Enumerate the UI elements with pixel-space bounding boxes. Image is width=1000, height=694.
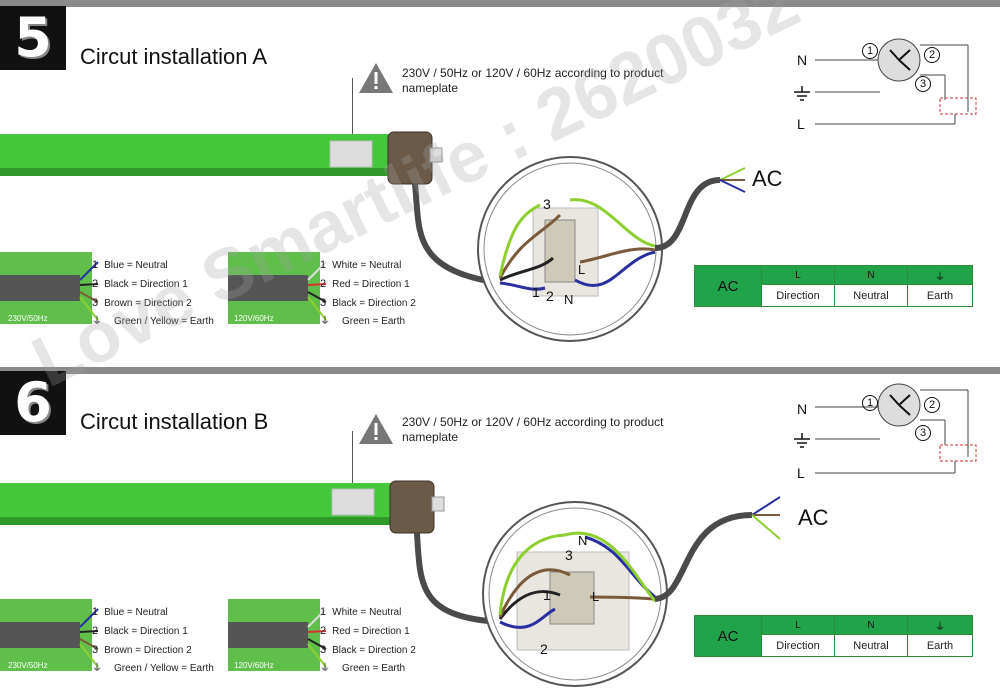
callout-line: [352, 78, 353, 150]
schematic-terminal-1: 1: [862, 395, 878, 411]
voltage-warning: 230V / 50Hz or 120V / 60Hz according to …: [402, 415, 664, 444]
schematic-L: L: [797, 465, 805, 481]
table-cell-direction: Direction: [761, 284, 835, 307]
table-cell-earth: Earth: [907, 284, 973, 307]
earth-symbol: [794, 86, 810, 101]
section-divider: [0, 0, 1000, 7]
section-divider: [0, 367, 1000, 374]
cable-label-120v: 120V/60Hz: [234, 661, 274, 670]
schematic-terminal-3: 3: [915, 76, 931, 92]
terminal-L: L: [592, 589, 600, 604]
terminal-2: 2: [540, 641, 548, 657]
cable-label-120v: 120V/60Hz: [234, 314, 274, 323]
wiring-table: AC L N ⏚ Direction Neutral Earth: [694, 264, 973, 307]
table-head-earth: ⏚: [907, 614, 973, 636]
supply-cable: [654, 512, 753, 602]
schematic-L: L: [797, 116, 805, 132]
terminal-N: N: [564, 292, 574, 307]
terminal-2: 2: [546, 288, 554, 304]
table-cell-direction: Direction: [761, 634, 835, 657]
schematic-N: N: [797, 401, 808, 417]
step-number: 6: [0, 371, 66, 435]
cable-label-230v: 230V/50Hz: [8, 314, 48, 323]
terminal-N: N: [578, 533, 588, 548]
schematic-terminal-3: 3: [915, 425, 931, 441]
wiring-illustration: [0, 38, 977, 342]
earth-icon: ⏚: [320, 663, 330, 674]
earth-icon: ⏚: [320, 316, 330, 327]
supply-cable: [654, 177, 721, 251]
motor-head: [387, 131, 433, 185]
warning-icon: [359, 414, 393, 444]
section-circuit-b: 6 Circut installation B 230V / 50Hz or 1…: [0, 347, 1000, 694]
motor-cable: [412, 183, 501, 286]
schematic-switch: [939, 444, 977, 462]
terminal-3: 3: [565, 547, 573, 563]
callout-line: [352, 431, 353, 491]
motor-cable: [414, 532, 501, 625]
earth-icon: ⏚: [92, 316, 102, 327]
table-cell-neutral: Neutral: [834, 634, 908, 657]
table-head-N: N: [834, 264, 908, 286]
table-cell-earth: Earth: [907, 634, 973, 657]
schematic-terminal-1: 1: [862, 43, 878, 59]
ac-supply-label: AC: [798, 505, 829, 530]
section-title: Circut installation B: [80, 409, 269, 434]
motor-head: [389, 480, 435, 534]
terminal-3: 3: [543, 196, 551, 212]
terminal-1: 1: [532, 284, 540, 300]
terminal-1: 1: [543, 587, 551, 603]
section-title: Circut installation A: [80, 44, 268, 69]
schematic-N: N: [797, 52, 808, 68]
table-head-L: L: [761, 614, 835, 636]
section-circuit-a: 5 Circut installation A 230V / 50Hz or 1…: [0, 0, 1000, 342]
ac-supply-label: AC: [752, 166, 783, 191]
table-head-N: N: [834, 614, 908, 636]
terminal-L: L: [578, 262, 586, 277]
earth-symbol: [794, 433, 810, 448]
warning-icon: [359, 63, 393, 93]
nameplate-label: [331, 488, 375, 516]
table-head-earth: ⏚: [907, 264, 973, 286]
step-number: 5: [0, 6, 66, 70]
table-cell-neutral: Neutral: [834, 284, 908, 307]
table-ac: AC: [694, 265, 762, 307]
nameplate-label: [329, 140, 373, 168]
table-head-L: L: [761, 264, 835, 286]
wiring-table: AC L N ⏚ Direction Neutral Earth: [694, 614, 973, 657]
cable-label-230v: 230V/50Hz: [8, 661, 48, 670]
schematic-terminal-2: 2: [924, 47, 940, 63]
wiring-illustration: [0, 383, 977, 687]
schematic-terminal-2: 2: [924, 397, 940, 413]
schematic-switch: [939, 97, 977, 115]
earth-icon: ⏚: [92, 663, 102, 674]
voltage-warning: 230V / 50Hz or 120V / 60Hz according to …: [402, 66, 664, 95]
table-ac: AC: [694, 615, 762, 657]
